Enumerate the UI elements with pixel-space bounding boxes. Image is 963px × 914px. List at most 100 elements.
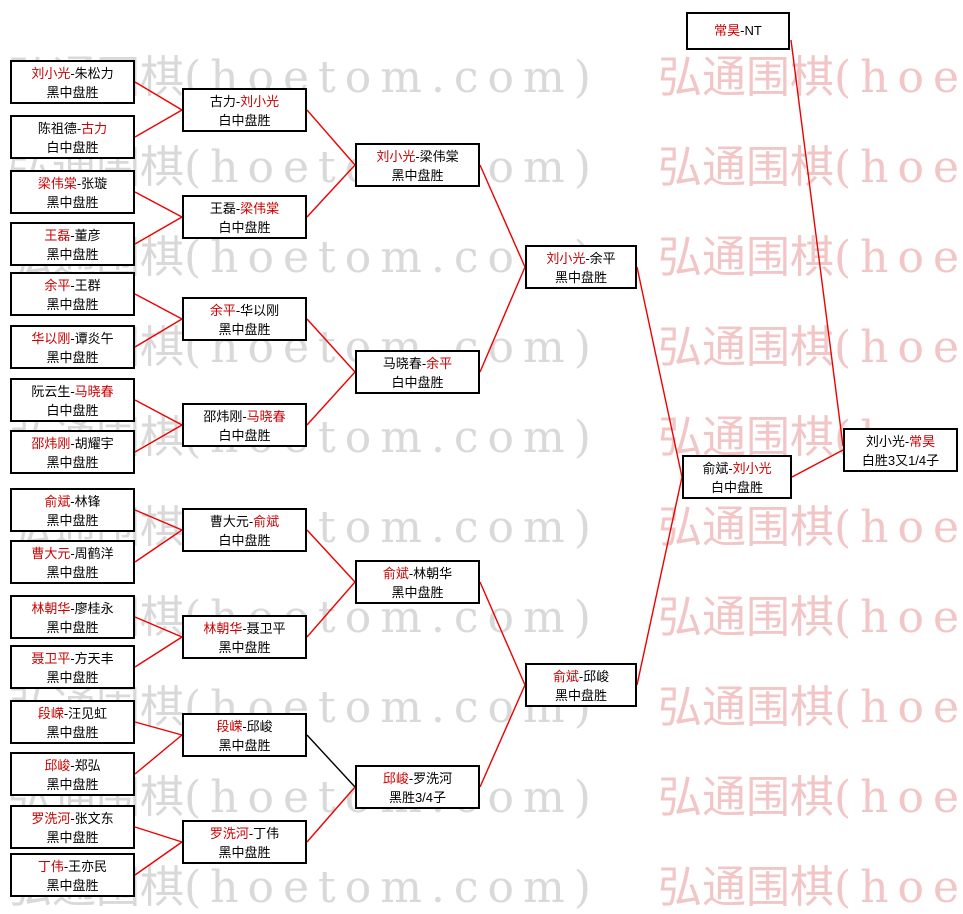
player-name: 余平 [44, 278, 71, 293]
dash: - [70, 494, 75, 509]
player-name: 曹大元 [31, 546, 71, 561]
watermark-cjk: 弘通围棋 [658, 52, 834, 103]
match-r1-4: 王磊-董彦黑中盘胜 [10, 222, 135, 266]
player-name: 汪见虹 [68, 706, 108, 721]
match-players: 邵炜刚-胡耀宇 [12, 434, 133, 453]
player-name: 刘小光 [31, 66, 71, 81]
match-players: 常昊-NT [688, 14, 788, 47]
match-result: 黑中盘胜 [46, 513, 99, 528]
watermark-latin: (hoetom.com) [834, 772, 963, 823]
match-r1-16: 丁伟-王亦民黑中盘胜 [10, 853, 135, 897]
dash: - [76, 176, 82, 191]
player-name: 常昊 [714, 23, 741, 38]
player-name: 罗洗河 [31, 811, 71, 826]
dash: - [408, 771, 414, 786]
connector-line [134, 826, 183, 843]
player-name: 张文东 [74, 811, 114, 826]
connector-line [306, 581, 356, 638]
match-result: 白中盘胜 [710, 480, 763, 495]
connector-line [134, 636, 183, 668]
player-name: 段嵘 [37, 706, 64, 721]
connector-line [306, 786, 356, 843]
match-players: 刘小光-常昊 [845, 432, 956, 451]
connector-line [134, 399, 183, 426]
dash: - [70, 436, 75, 451]
player-name: 俞斌 [253, 514, 280, 529]
dash: - [70, 546, 75, 561]
player-name: 周鹤洋 [74, 546, 114, 561]
match-result: 白中盘胜 [391, 375, 444, 390]
player-name: 刘小光 [865, 434, 905, 449]
player-name: 董彦 [74, 228, 101, 243]
player-name: 张璇 [81, 176, 108, 191]
match-r2-5: 曹大元-俞斌白中盘胜 [182, 508, 307, 552]
match-r1-2: 陈祖德-古力白中盘胜 [10, 115, 135, 159]
player-name: 刘小光 [376, 149, 416, 164]
dash: - [740, 23, 745, 38]
watermark-cjk: 弘通围棋 [658, 502, 834, 553]
player-name: 王亦民 [68, 859, 108, 874]
player-name: 段嵘 [216, 719, 243, 734]
watermark-latin: (hoetom.com) [834, 322, 963, 373]
player-name: 郑弘 [74, 758, 101, 773]
dash: - [76, 121, 82, 136]
match-players: 余平-华以刚 [184, 301, 305, 320]
player-name: 古力 [81, 121, 108, 136]
player-name: 俞斌 [44, 494, 71, 509]
watermark-text: 弘通围棋(hoetom.com) [658, 52, 963, 104]
dash: - [70, 384, 75, 399]
title-holder-box: 常昊-NT [686, 12, 790, 50]
player-name: 林朝华 [203, 621, 243, 636]
connector-line [791, 449, 844, 478]
match-result: 黑中盘胜 [554, 688, 607, 703]
match-result: 黑中盘胜 [46, 725, 99, 740]
match-r3-1: 刘小光-梁伟棠黑中盘胜 [355, 143, 480, 187]
match-result: 黑中盘胜 [391, 168, 444, 183]
dash: - [70, 651, 75, 666]
connector-line [134, 734, 183, 775]
match-result: 白中盘胜 [218, 220, 271, 235]
player-name: 王群 [74, 278, 101, 293]
dash: - [70, 278, 75, 293]
match-players: 华以刚-谭炎午 [12, 329, 133, 348]
player-name: 林锋 [74, 494, 101, 509]
player-name: 梁伟棠 [37, 176, 77, 191]
connector-line [306, 109, 356, 166]
player-name: 华以刚 [240, 303, 280, 318]
player-name: 邵炜刚 [203, 409, 243, 424]
watermark-cjk: 弘通围棋 [658, 772, 834, 823]
player-name: 马晓春 [382, 356, 422, 371]
match-players: 刘小光-朱松力 [12, 64, 133, 83]
dash: - [248, 514, 254, 529]
player-name: 俞斌 [702, 461, 729, 476]
match-r1-3: 梁伟棠-张璇黑中盘胜 [10, 170, 135, 214]
match-result: 黑中盘胜 [46, 455, 99, 470]
match-result: 黑中盘胜 [218, 322, 271, 337]
match-players: 邱峻-郑弘 [12, 756, 133, 775]
match-r2-2: 王磊-梁伟棠白中盘胜 [182, 195, 307, 239]
watermark-row: 弘通围棋(hoetom.com)弘通围棋(hoetom.com) [8, 52, 963, 104]
connector-line [134, 616, 183, 638]
match-r2-7: 段嵘-邱峻黑中盘胜 [182, 713, 307, 757]
match-players: 罗洗河-张文东 [12, 809, 133, 828]
player-name: 邱峻 [44, 758, 71, 773]
match-result: 白中盘胜 [218, 113, 271, 128]
match-result: 黑中盘胜 [218, 640, 271, 655]
final-match-box: 俞斌-刘小光白中盘胜 [682, 455, 792, 499]
player-name: 曹大元 [209, 514, 249, 529]
watermark-row: 弘通围棋(hoetom.com)弘通围棋(hoetom.com) [8, 682, 963, 734]
match-r1-12: 聂卫平-方天丰黑中盘胜 [10, 645, 135, 689]
player-name: 聂卫平 [246, 621, 286, 636]
dash: - [408, 566, 414, 581]
player-name: 刘小光 [546, 251, 586, 266]
match-result: 黑中盘胜 [46, 297, 99, 312]
player-name: 罗洗河 [413, 771, 453, 786]
match-r3-4: 邱峻-罗洗河黑胜3/4子 [355, 765, 480, 809]
match-players: 段嵘-邱峻 [184, 717, 305, 736]
match-r1-9: 俞斌-林锋黑中盘胜 [10, 488, 135, 532]
watermark-cjk: 弘通围棋 [658, 322, 834, 373]
player-name: 古力 [209, 94, 236, 109]
match-result: 黑中盘胜 [218, 738, 271, 753]
watermark-latin: (hoetom.com) [834, 142, 963, 193]
